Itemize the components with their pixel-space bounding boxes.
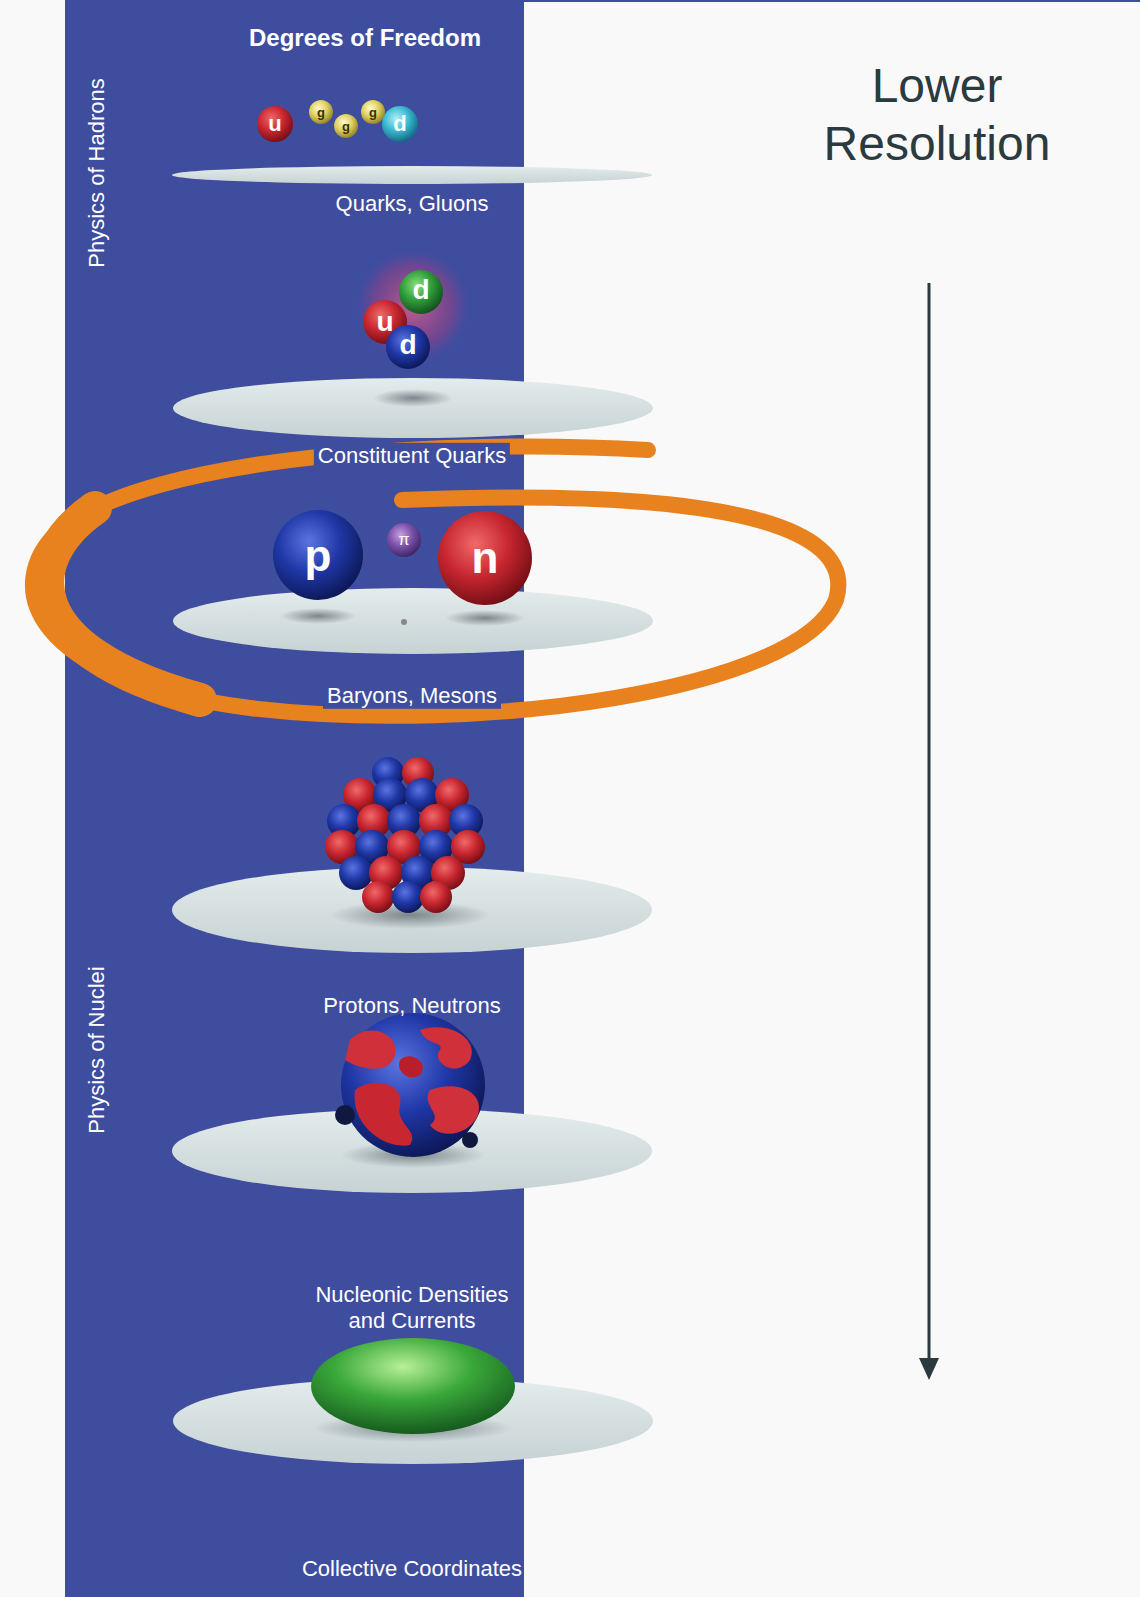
level-caption: Protons, Neutrons bbox=[323, 993, 500, 1019]
level-caption-box: Nucleonic Densities and Currents bbox=[297, 1282, 527, 1335]
level-caption: Constituent Quarks bbox=[314, 443, 510, 469]
level-caption: Nucleonic Densities and Currents bbox=[297, 1282, 527, 1335]
section-label: Physics of Nuclei bbox=[84, 966, 110, 1134]
particle-letter: d bbox=[412, 273, 429, 307]
particle-letter-box: d bbox=[412, 273, 429, 307]
panel bbox=[65, 0, 524, 1597]
axis-label: Lower Resolution bbox=[787, 57, 1087, 172]
particle-letter-box: g bbox=[317, 103, 325, 121]
section-label: Physics of Hadrons bbox=[84, 78, 110, 268]
particle-letter: g bbox=[317, 105, 325, 121]
particle-letter: p bbox=[305, 530, 332, 583]
level-caption: Collective Coordinates bbox=[302, 1556, 522, 1582]
section-label-box: Physics of Nuclei bbox=[84, 966, 110, 1134]
particle-letter-box: π bbox=[398, 530, 409, 549]
particle-letter-box: g bbox=[369, 103, 377, 121]
level-caption: Quarks, Gluons bbox=[336, 191, 489, 217]
particle-letter-box: g bbox=[342, 117, 350, 135]
particle-letter: d bbox=[393, 111, 406, 137]
panel-title-box: Degrees of Freedom bbox=[249, 24, 481, 53]
particle-letter-box: d bbox=[393, 111, 406, 137]
particle-letter-box: p bbox=[305, 530, 332, 583]
particle-letter: π bbox=[398, 530, 409, 549]
level-caption: Baryons, Mesons bbox=[323, 683, 501, 709]
level-caption-box: Constituent Quarks bbox=[314, 443, 510, 469]
resolution-arrow bbox=[928, 283, 931, 1362]
level-caption-box: Collective Coordinates bbox=[302, 1556, 522, 1582]
particle-letter-box: d bbox=[399, 328, 416, 362]
particle-letter: u bbox=[376, 305, 393, 339]
particle-letter: g bbox=[369, 105, 377, 121]
particle-letter-box: u bbox=[376, 305, 393, 339]
particle-letter: g bbox=[342, 119, 350, 135]
panel-title: Degrees of Freedom bbox=[249, 24, 481, 53]
highlight-swirl bbox=[33, 446, 838, 715]
level-caption-box: Baryons, Mesons bbox=[323, 683, 501, 709]
axis-label-box: Lower Resolution bbox=[787, 57, 1087, 172]
particle-letter-box: n bbox=[472, 532, 499, 585]
particle-letter: u bbox=[268, 111, 281, 137]
section-label-box: Physics of Hadrons bbox=[84, 78, 110, 268]
level-caption-box: Protons, Neutrons bbox=[323, 993, 500, 1019]
particle-letter-box: u bbox=[268, 111, 281, 137]
level-caption-box: Quarks, Gluons bbox=[336, 191, 489, 217]
particle-letter: n bbox=[472, 532, 499, 585]
particle-letter: d bbox=[399, 328, 416, 362]
